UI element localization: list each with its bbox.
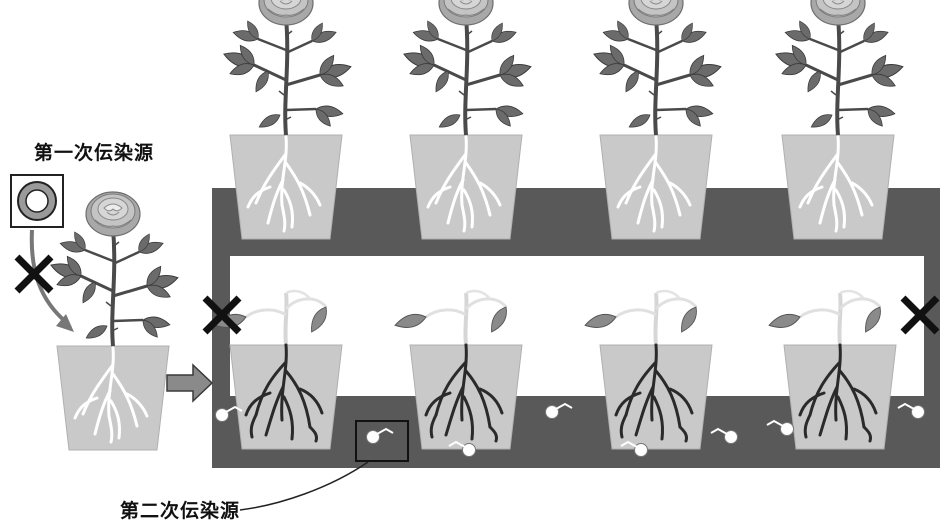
top-row-plant-3 <box>592 0 723 239</box>
top-row-plant-4 <box>774 0 905 239</box>
right-arrow-icon <box>167 365 212 401</box>
secondary-source-label: 第二次伝染源 <box>120 496 240 523</box>
top-row-plant-1 <box>222 0 353 239</box>
primary-source-icon <box>11 175 63 227</box>
top-row-plant-2 <box>402 0 533 239</box>
primary-source-label: 第一次伝染源 <box>34 138 154 165</box>
secondary-source-leader <box>240 462 368 510</box>
